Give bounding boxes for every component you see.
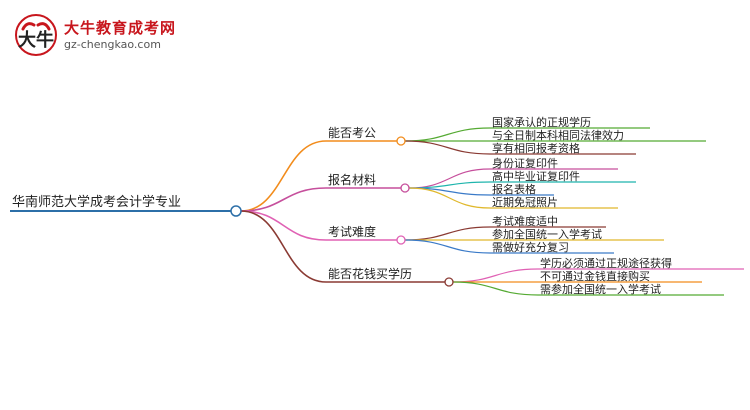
site-url: gz-chengkao.com — [64, 38, 161, 51]
leaf-topic[interactable]: 需参加全国统一入学考试 — [540, 282, 661, 296]
root-node-dot[interactable] — [230, 205, 242, 217]
branch-connector — [240, 187, 327, 212]
leaf-topic[interactable]: 参加全国统一入学考试 — [492, 227, 602, 241]
leaf-topic[interactable]: 考试难度适中 — [492, 214, 558, 228]
bull-logo-icon: 大牛 — [15, 14, 57, 56]
leaf-connector — [404, 239, 491, 254]
leaf-connector — [408, 187, 491, 209]
leaf-connector — [452, 268, 539, 283]
site-name: 大牛教育成考网 — [64, 19, 177, 37]
branch-topic[interactable]: 能否考公 — [328, 126, 376, 140]
branch-topic[interactable]: 考试难度 — [328, 224, 376, 239]
leaf-topic[interactable]: 近期免冠照片 — [492, 195, 558, 209]
branch-node-dot[interactable] — [396, 235, 406, 245]
leaf-topic[interactable]: 享有相同报考资格 — [492, 141, 580, 155]
leaf-topic[interactable]: 身份证复印件 — [492, 156, 558, 170]
leaf-connector — [404, 226, 491, 241]
branch-topic[interactable]: 能否花钱买学历 — [328, 266, 412, 281]
branch-connector — [240, 210, 327, 241]
leaf-topic[interactable]: 学历必须通过正规途径获得 — [540, 256, 672, 270]
svg-text:大牛: 大牛 — [18, 29, 54, 51]
leaf-topic[interactable]: 高中毕业证复印件 — [492, 169, 580, 183]
branch-connector — [240, 140, 327, 212]
leaf-topic[interactable]: 不可通过金钱直接购买 — [540, 269, 650, 283]
mind-map-connectors — [240, 127, 539, 296]
leaf-connector — [452, 281, 539, 296]
site-logo[interactable]: 大牛 大牛教育成考网 gz-chengkao.com — [14, 13, 214, 57]
branch-node-dot[interactable] — [400, 183, 410, 193]
leaf-topic[interactable]: 需做好充分复习 — [492, 240, 569, 254]
leaf-connector — [404, 140, 491, 155]
leaf-connector — [404, 127, 491, 142]
branch-connector — [240, 210, 327, 283]
leaf-topic[interactable]: 国家承认的正规学历 — [492, 115, 591, 129]
leaf-topic[interactable]: 报名表格 — [492, 182, 536, 196]
leaf-topic[interactable]: 与全日制本科相同法律效力 — [492, 128, 624, 142]
mind-map-nodes: 华南师范大学成考会计学专业 能否考公 国家承认的正规学历与全日制本科相同法律效力享有… — [10, 115, 744, 296]
branch-node-dot[interactable] — [444, 277, 454, 287]
branch-topic[interactable]: 报名材料 — [328, 172, 376, 187]
branch-node-dot[interactable] — [396, 136, 406, 146]
root-topic[interactable]: 华南师范大学成考会计学专业 — [12, 194, 181, 210]
